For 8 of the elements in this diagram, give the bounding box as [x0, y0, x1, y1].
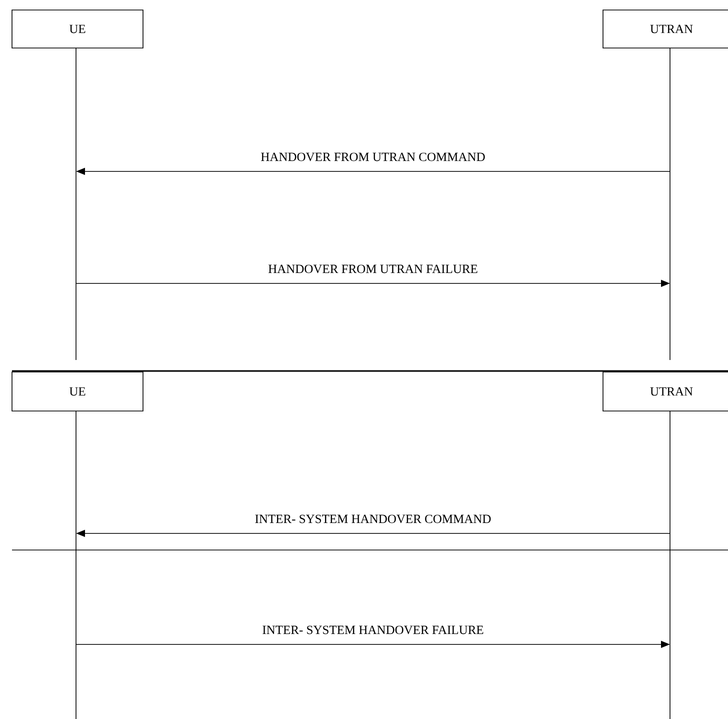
participant-lifeline: UE: [12, 372, 144, 719]
message-label: HANDOVER FROM UTRAN COMMAND: [261, 152, 485, 162]
message-label: HANDOVER FROM UTRAN FAILURE: [268, 264, 478, 274]
message-label: INTER- SYSTEM HANDOVER COMMAND: [255, 514, 491, 524]
participant-lifeline: UE: [12, 10, 144, 360]
participant-lifeline: UTRAN: [602, 372, 728, 719]
message-label: INTER- SYSTEM HANDOVER FAILURE: [262, 626, 484, 634]
participant-lifeline: UTRAN: [602, 10, 728, 360]
